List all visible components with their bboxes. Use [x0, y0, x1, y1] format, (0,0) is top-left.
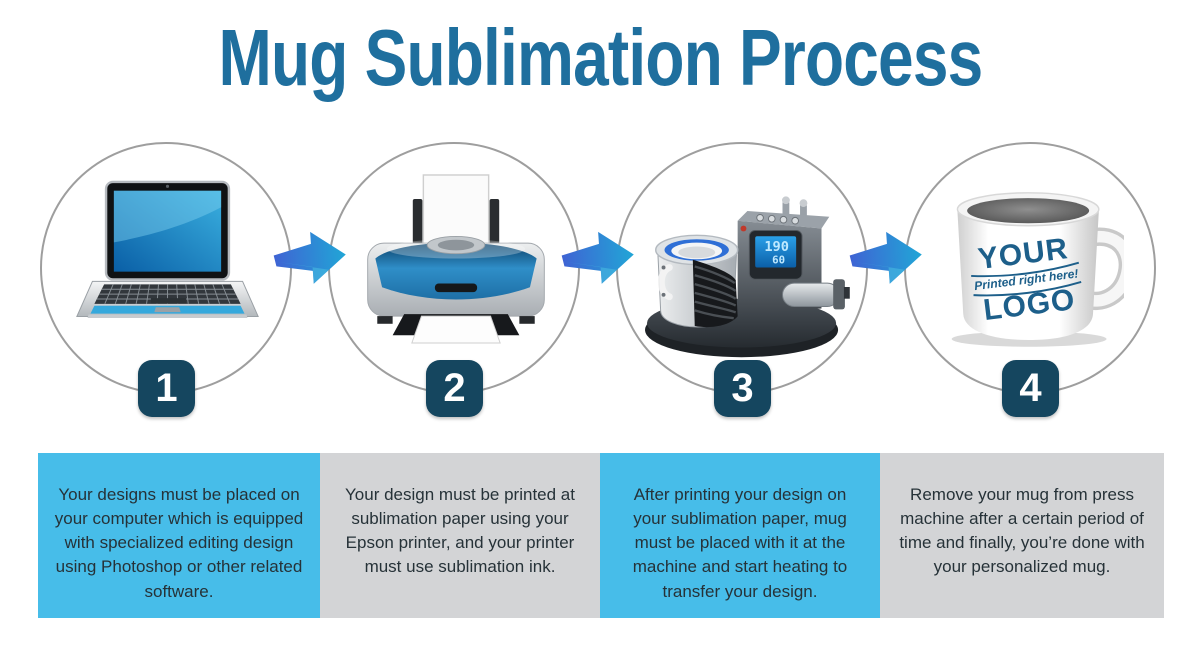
step-number-badge-3: 3: [714, 360, 771, 417]
printer-icon: [367, 174, 545, 344]
step-description-box-2: Your design must be printed at sublimati…: [320, 453, 600, 618]
page-title: Mug Sublimation Process: [218, 13, 983, 102]
step-number-badge-1: 1: [138, 360, 195, 417]
printed-mug-icon: YOUR Printed right here! LOGO: [951, 192, 1124, 347]
step-description-box-4: Remove your mug from press machine after…: [880, 453, 1164, 618]
step-circle-2: [328, 142, 580, 394]
arrow-icon-2: [561, 231, 634, 284]
arrow-icon-3: [849, 231, 922, 284]
step-circle-1: [40, 142, 292, 394]
step-description-text-2: Your design must be printed at sublimati…: [345, 485, 575, 577]
step-description-text-1: Your designs must be placed on your comp…: [54, 485, 304, 601]
step-number-badge-2: 2: [426, 360, 483, 417]
step-circle-3: 190 60: [616, 142, 868, 394]
step-description-box-1: Your designs must be placed on your comp…: [38, 453, 320, 618]
step-description-box-3: After printing your design on your subli…: [600, 453, 880, 618]
laptop-icon: [76, 180, 259, 318]
press-display-time: 60: [772, 254, 785, 267]
step-circle-4: YOUR Printed right here! LOGO: [904, 142, 1156, 394]
step-number-badge-4: 4: [1002, 360, 1059, 417]
step-description-text-4: Remove your mug from press machine after…: [899, 485, 1145, 577]
press-display-temperature: 190: [764, 239, 789, 255]
step-description-text-3: After printing your design on your subli…: [632, 485, 848, 601]
arrow-icon-1: [273, 231, 346, 284]
mug-press-machine-icon: 190 60: [645, 196, 850, 358]
